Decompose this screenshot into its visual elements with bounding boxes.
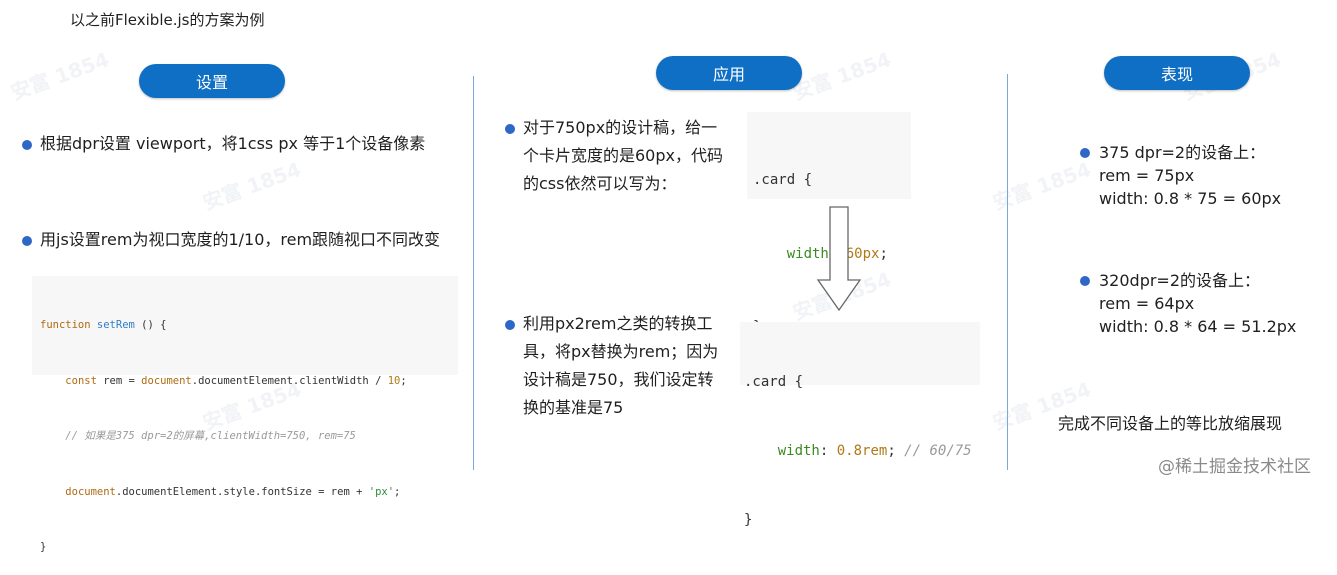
watermark: 安富 1854 xyxy=(989,157,1095,215)
down-arrow-icon xyxy=(816,206,862,312)
setup-bullet-2: 用js设置rem为视口宽度的1/10，rem跟随视口不同改变 xyxy=(22,227,462,253)
bullet-text: 对于750px的设计稿，给一个卡片宽度的是60px，代码的css依然可以写为： xyxy=(523,118,723,193)
column-divider xyxy=(1007,74,1008,470)
column-divider xyxy=(473,76,474,470)
watermark: 安富 1854 xyxy=(199,157,305,215)
result-width: width: 0.8 * 64 = 51.2px xyxy=(1099,317,1297,336)
page-title: 以之前Flexible.js的方案为例 xyxy=(70,11,265,29)
result-heading: 375 dpr=2的设备上： xyxy=(1099,143,1266,162)
bullet-text: 利用px2rem之类的转换工具，将px替换为rem；因为设计稿是750，我们设定… xyxy=(523,314,719,417)
bullet-text: 根据dpr设置 viewport，将1css px 等于1个设备像素 xyxy=(40,134,426,153)
bullet-dot xyxy=(22,140,32,150)
apply-bullet-1: 对于750px的设计稿，给一个卡片宽度的是60px，代码的css依然可以写为： xyxy=(505,114,727,198)
watermark: 安富 1854 xyxy=(789,47,895,105)
bullet-text: 用js设置rem为视口宽度的1/10，rem跟随视口不同改变 xyxy=(40,230,441,249)
apply-bullet-2: 利用px2rem之类的转换工具，将px替换为rem；因为设计稿是750，我们设定… xyxy=(505,310,727,422)
bullet-dot xyxy=(1080,276,1090,286)
result-item-375: 375 dpr=2的设备上： rem = 75px width: 0.8 * 7… xyxy=(1099,141,1281,210)
result-rem: rem = 75px xyxy=(1099,166,1195,185)
pill-apply: 应用 xyxy=(656,56,802,90)
bullet-dot xyxy=(505,124,515,134)
setup-bullet-1: 根据dpr设置 viewport，将1css px 等于1个设备像素 xyxy=(22,131,462,157)
pill-setup: 设置 xyxy=(139,64,285,98)
footer-credit: @稀土掘金技术社区 xyxy=(1158,457,1311,477)
bullet-dot xyxy=(1080,148,1090,158)
result-summary: 完成不同设备上的等比放缩展现 xyxy=(1058,414,1283,433)
setrem-code-block: function setRem () { const rem = documen… xyxy=(32,276,458,553)
bullet-dot xyxy=(22,236,32,246)
result-item-320: 320dpr=2的设备上： rem = 64px width: 0.8 * 64… xyxy=(1099,269,1296,338)
watermark: 安富 1854 xyxy=(7,47,113,105)
result-rem: rem = 64px xyxy=(1099,294,1195,313)
result-width: width: 0.8 * 75 = 60px xyxy=(1099,189,1282,208)
bullet-dot xyxy=(505,320,515,330)
result-heading: 320dpr=2的设备上： xyxy=(1099,271,1261,290)
css-code-rem: .card { width: 0.8rem; // 60/75 } xyxy=(740,322,980,528)
pill-result: 表现 xyxy=(1104,56,1250,90)
css-code-px: .card { width: 60px; } xyxy=(747,112,911,335)
